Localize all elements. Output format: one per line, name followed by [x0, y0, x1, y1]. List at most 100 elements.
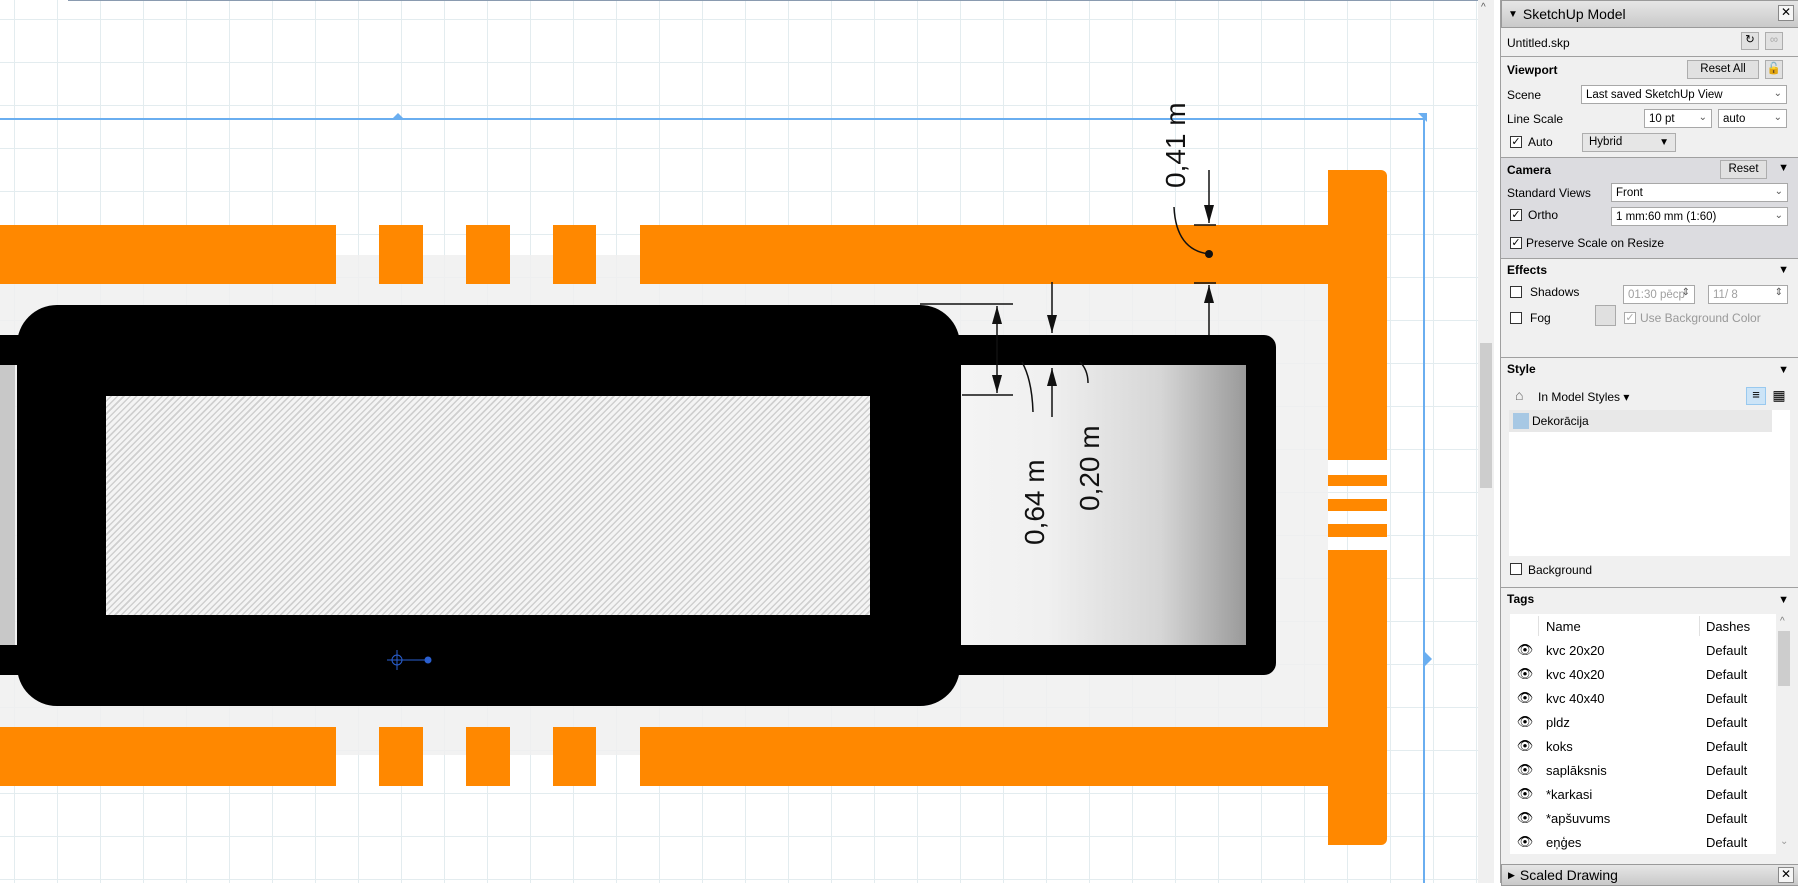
collapse-effects-icon[interactable]: ▼ — [1778, 264, 1789, 276]
eye-visibility-icon[interactable]: 👁 — [1516, 666, 1534, 681]
orange-rail-top-2 — [379, 225, 423, 284]
standard-views-select[interactable]: Front⌄ — [1611, 183, 1788, 202]
collapse-camera-icon[interactable]: ▼ — [1778, 162, 1789, 174]
refresh-button[interactable]: ↻ — [1741, 32, 1759, 50]
tag-dashes[interactable]: Default — [1706, 738, 1748, 754]
col-header-name[interactable]: Name — [1546, 619, 1581, 634]
list-view-icon[interactable]: ≡ — [1746, 387, 1766, 405]
canvas-vertical-scrollbar[interactable]: ^ — [1478, 0, 1494, 883]
spinner-icon: ⇕ — [1681, 287, 1690, 298]
selection-grip-top[interactable] — [391, 113, 405, 120]
tag-name: kvc 40x20 — [1546, 666, 1605, 682]
arrowhead — [992, 306, 1002, 324]
scene-select[interactable]: Last saved SketchUp View⌄ — [1581, 85, 1787, 104]
eye-visibility-icon[interactable]: 👁 — [1516, 690, 1534, 705]
default-tray-panel: ▼ SketchUp Model ✕ Untitled.skp ↻ ∞ View… — [1500, 0, 1798, 886]
arrowhead — [992, 375, 1002, 393]
ortho-label: Ortho — [1528, 208, 1559, 222]
scroll-up-icon[interactable]: ^ — [1481, 2, 1486, 13]
collapse-style-icon[interactable]: ▼ — [1778, 364, 1789, 376]
eye-visibility-icon[interactable]: 👁 — [1516, 642, 1534, 657]
collapse-icon[interactable]: ▼ — [1508, 8, 1518, 20]
scrollbar-thumb[interactable] — [1778, 631, 1790, 686]
fog-label: Fog — [1530, 311, 1551, 325]
tag-row[interactable]: 👁 kvc 40x20 Default — [1510, 662, 1776, 686]
left-frame-bar-bottom — [0, 645, 20, 675]
spinner-icon: ⇕ — [1774, 287, 1783, 298]
close-icon[interactable]: ✕ — [1778, 5, 1794, 21]
tag-dashes[interactable]: Default — [1706, 666, 1748, 682]
tag-dashes[interactable]: Default — [1706, 714, 1748, 730]
lock-button[interactable]: 🔓 — [1765, 60, 1783, 79]
fog-checkbox[interactable] — [1510, 312, 1522, 324]
eye-visibility-icon[interactable]: 👁 — [1516, 738, 1534, 753]
close-icon[interactable]: ✕ — [1778, 867, 1794, 883]
eye-visibility-icon[interactable]: 👁 — [1516, 714, 1534, 729]
ortho-scale-select[interactable]: 1 mm:60 mm (1:60)⌄ — [1611, 207, 1788, 226]
line-scale-mode-select[interactable]: auto⌄ — [1718, 109, 1787, 128]
orange-rail-bottom-5 — [640, 727, 1330, 786]
tag-dashes[interactable]: Default — [1706, 834, 1748, 850]
shadow-time-field: 01:30 pēcp⇕ — [1623, 285, 1695, 304]
tag-dashes[interactable]: Default — [1706, 762, 1748, 778]
style-list-item[interactable]: Dekorācija — [1509, 410, 1772, 432]
ortho-checkbox[interactable]: ✓ — [1510, 209, 1522, 221]
collapse-tags-icon[interactable]: ▼ — [1778, 594, 1789, 606]
selection-grip-right[interactable] — [1425, 652, 1432, 666]
style-list[interactable]: Dekorācija — [1509, 410, 1790, 556]
left-panel-edge — [0, 365, 15, 645]
eye-visibility-icon[interactable]: 👁 — [1516, 810, 1534, 825]
shadow-time-value: 01:30 pēcp — [1628, 288, 1685, 301]
scroll-up-icon[interactable]: ^ — [1780, 616, 1785, 627]
link-button[interactable]: ∞ — [1765, 32, 1783, 50]
background-checkbox[interactable] — [1510, 563, 1522, 575]
tag-dashes[interactable]: Default — [1706, 690, 1748, 706]
gradient-panel — [961, 365, 1246, 645]
axis-origin-icon — [387, 650, 432, 670]
style-source-dropdown[interactable]: In Model Styles ▾ — [1538, 390, 1630, 404]
sketchup-model-titlebar[interactable]: ▼ SketchUp Model ✕ — [1501, 0, 1798, 28]
reset-all-button[interactable]: Reset All — [1687, 60, 1759, 79]
orange-post-upper — [1328, 170, 1387, 460]
auto-checkbox[interactable]: ✓ — [1510, 136, 1522, 148]
standard-views-value: Front — [1616, 186, 1643, 199]
style-source-value: In Model Styles — [1538, 390, 1621, 404]
scrollbar-thumb[interactable] — [1480, 343, 1492, 488]
dimension-annotations — [920, 170, 1216, 417]
camera-reset-button[interactable]: Reset — [1720, 160, 1767, 179]
line-scale-select[interactable]: 10 pt⌄ — [1644, 109, 1712, 128]
tag-dashes[interactable]: Default — [1706, 642, 1748, 658]
eye-visibility-icon[interactable]: 👁 — [1516, 762, 1534, 777]
eye-visibility-icon[interactable]: 👁 — [1516, 786, 1534, 801]
home-icon[interactable]: ⌂ — [1515, 387, 1524, 403]
dim-064-leader — [1021, 361, 1034, 413]
tag-dashes[interactable]: Default — [1706, 810, 1748, 826]
shadows-checkbox[interactable] — [1510, 286, 1522, 298]
dim-041-leader — [1173, 206, 1210, 255]
expand-icon[interactable]: ▶ — [1508, 869, 1515, 880]
scroll-down-icon[interactable]: ⌄ — [1780, 836, 1789, 847]
dim-020-leader — [1079, 361, 1089, 384]
col-header-dashes[interactable]: Dashes — [1706, 619, 1751, 634]
line-scale-label: Line Scale — [1507, 112, 1564, 126]
eye-visibility-icon[interactable]: 👁 — [1516, 834, 1534, 849]
chevron-down-icon: ⌄ — [1698, 112, 1707, 123]
preserve-scale-checkbox[interactable]: ✓ — [1510, 237, 1522, 249]
drawing-viewport[interactable]: 0,41 m 0,64 m 0,20 m — [0, 0, 1478, 883]
column-divider — [1699, 616, 1700, 636]
orange-rail-bottom-2 — [379, 727, 423, 786]
selection-grip-corner[interactable] — [1418, 113, 1427, 122]
grid-view-icon[interactable]: ▦ — [1772, 387, 1786, 403]
tags-scrollbar[interactable]: ^ ⌄ — [1776, 614, 1792, 854]
tag-dashes[interactable]: Default — [1706, 786, 1748, 802]
file-name: Untitled.skp — [1507, 36, 1570, 50]
render-mode-dropdown[interactable]: Hybrid ▼ — [1582, 133, 1676, 152]
